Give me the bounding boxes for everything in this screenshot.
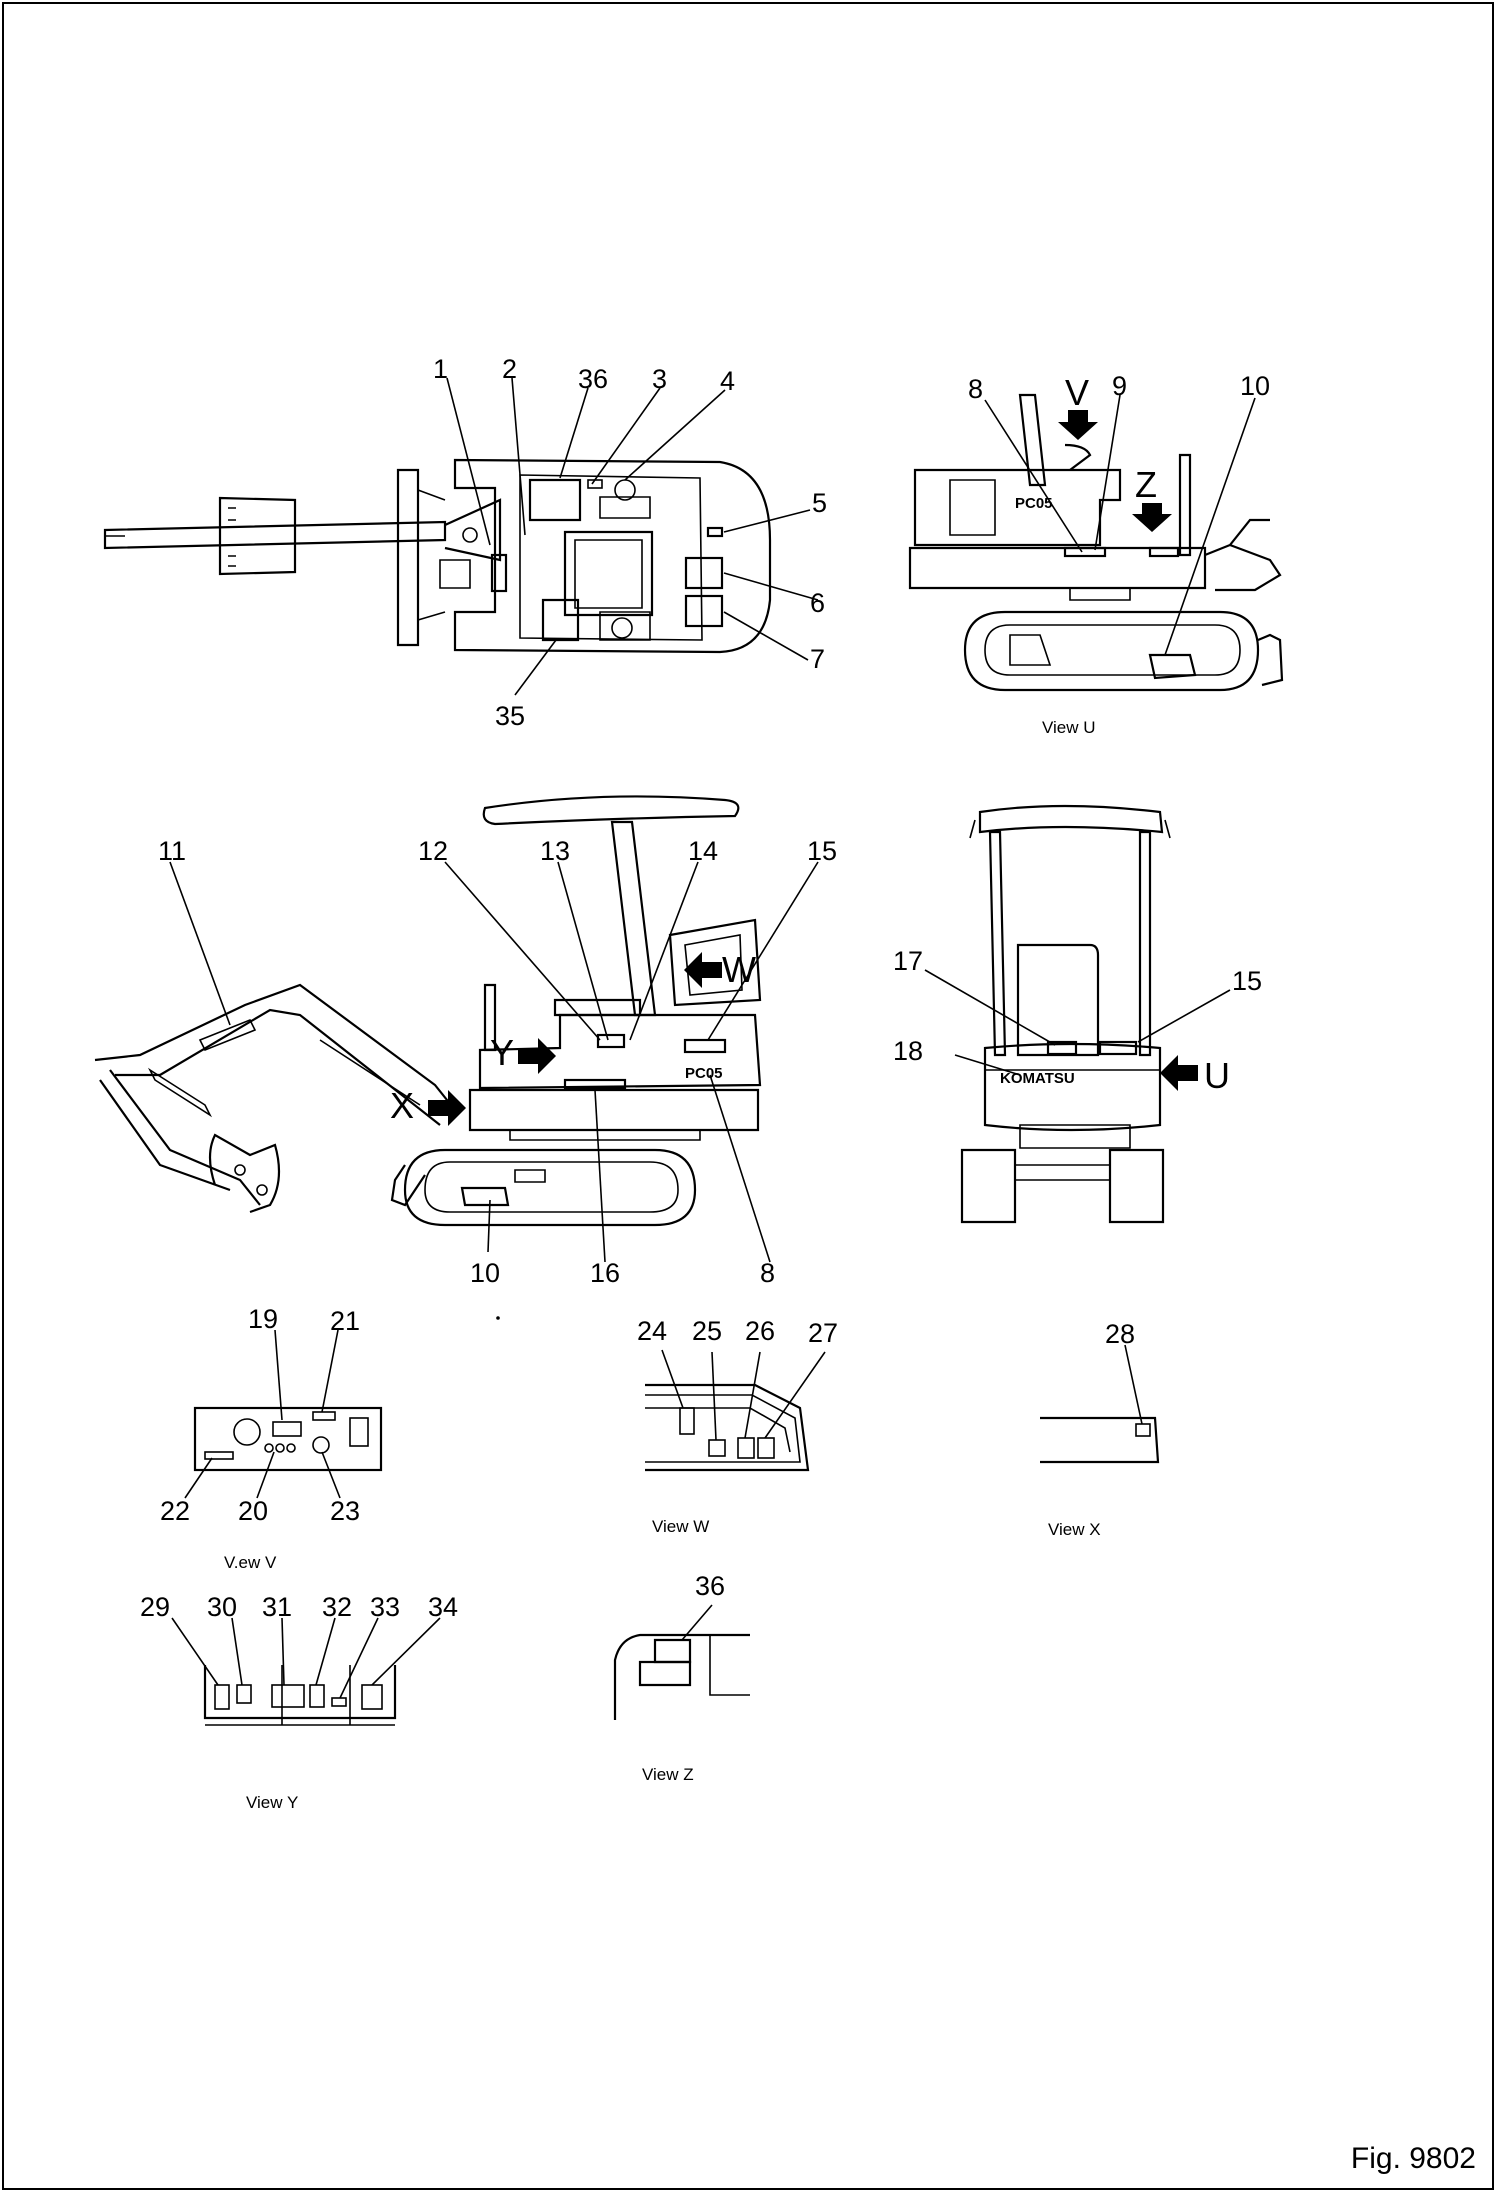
svg-text:1: 1	[433, 354, 448, 384]
svg-text:20: 20	[238, 1496, 268, 1526]
svg-text:16: 16	[590, 1258, 620, 1288]
svg-text:22: 22	[160, 1496, 190, 1526]
top-view: 1 2 36 3 4 5 6 7 35	[103, 354, 827, 731]
svg-text:26: 26	[745, 1316, 775, 1346]
svg-text:18: 18	[893, 1036, 923, 1066]
model-decal-side: PC05	[685, 1065, 723, 1082]
svg-text:5: 5	[812, 488, 827, 518]
svg-text:7: 7	[810, 644, 825, 674]
svg-text:35: 35	[495, 701, 525, 731]
svg-text:3: 3	[652, 364, 667, 394]
arrow-x-label: X	[390, 1085, 414, 1126]
svg-text:10: 10	[470, 1258, 500, 1288]
view-u-caption: View U	[1042, 718, 1096, 737]
svg-text:9: 9	[1112, 371, 1127, 401]
svg-text:11: 11	[158, 836, 186, 866]
svg-text:29: 29	[140, 1592, 170, 1622]
svg-text:14: 14	[688, 836, 718, 866]
svg-text:36: 36	[695, 1571, 725, 1601]
view-y: 29 30 31 32 33 34 View Y	[140, 1592, 458, 1812]
svg-text:32: 32	[322, 1592, 352, 1622]
arrow-v-label: V	[1065, 372, 1089, 413]
arrow-z-label: Z	[1135, 464, 1157, 505]
svg-text:34: 34	[428, 1592, 458, 1622]
svg-text:31: 31	[262, 1592, 292, 1622]
svg-text:23: 23	[330, 1496, 360, 1526]
view-u: 8 9 10 V Z PC05 View U	[908, 371, 1284, 737]
svg-text:17: 17	[893, 946, 923, 976]
view-x-caption: View X	[1048, 1520, 1101, 1539]
svg-text:28: 28	[1105, 1319, 1135, 1349]
view-y-caption: View Y	[246, 1793, 298, 1812]
svg-text:21: 21	[330, 1306, 360, 1336]
view-x: 28 View X	[1040, 1319, 1160, 1539]
model-decal-view-u: PC05	[1015, 495, 1053, 512]
arrow-u-label: U	[1204, 1055, 1230, 1096]
svg-text:27: 27	[808, 1318, 838, 1348]
view-w: 24 25 26 27 View W	[637, 1316, 838, 1536]
svg-text:4: 4	[720, 366, 735, 396]
svg-text:33: 33	[370, 1592, 400, 1622]
svg-text:6: 6	[810, 588, 825, 618]
arrow-y-label: Y	[490, 1032, 514, 1073]
svg-text:10: 10	[1240, 371, 1270, 401]
figure-number: Fig. 9802	[1350, 2142, 1476, 2175]
svg-text:30: 30	[207, 1592, 237, 1622]
side-view: Y X W PC05 11 12 13 14 15 10 16 8	[94, 795, 837, 1288]
svg-text:13: 13	[540, 836, 570, 866]
svg-text:12: 12	[418, 836, 448, 866]
view-w-caption: View W	[652, 1517, 709, 1536]
svg-text:15: 15	[807, 836, 837, 866]
svg-text:25: 25	[692, 1316, 722, 1346]
svg-text:19: 19	[248, 1304, 278, 1334]
view-v: 19 21 22 20 23 V.ew V	[160, 1304, 383, 1572]
svg-text:15: 15	[1232, 966, 1262, 996]
svg-text:36: 36	[578, 364, 608, 394]
svg-text:8: 8	[968, 374, 983, 404]
svg-text:24: 24	[637, 1316, 667, 1346]
rear-view: KOMATSU U 17 15 18	[893, 804, 1262, 1224]
arrow-w-label: W	[722, 949, 756, 990]
svg-text:8: 8	[760, 1258, 775, 1288]
view-v-caption: V.ew V	[224, 1553, 277, 1572]
svg-text:2: 2	[502, 354, 517, 384]
view-z: 36 View Z	[613, 1571, 750, 1784]
view-z-caption: View Z	[642, 1765, 694, 1784]
